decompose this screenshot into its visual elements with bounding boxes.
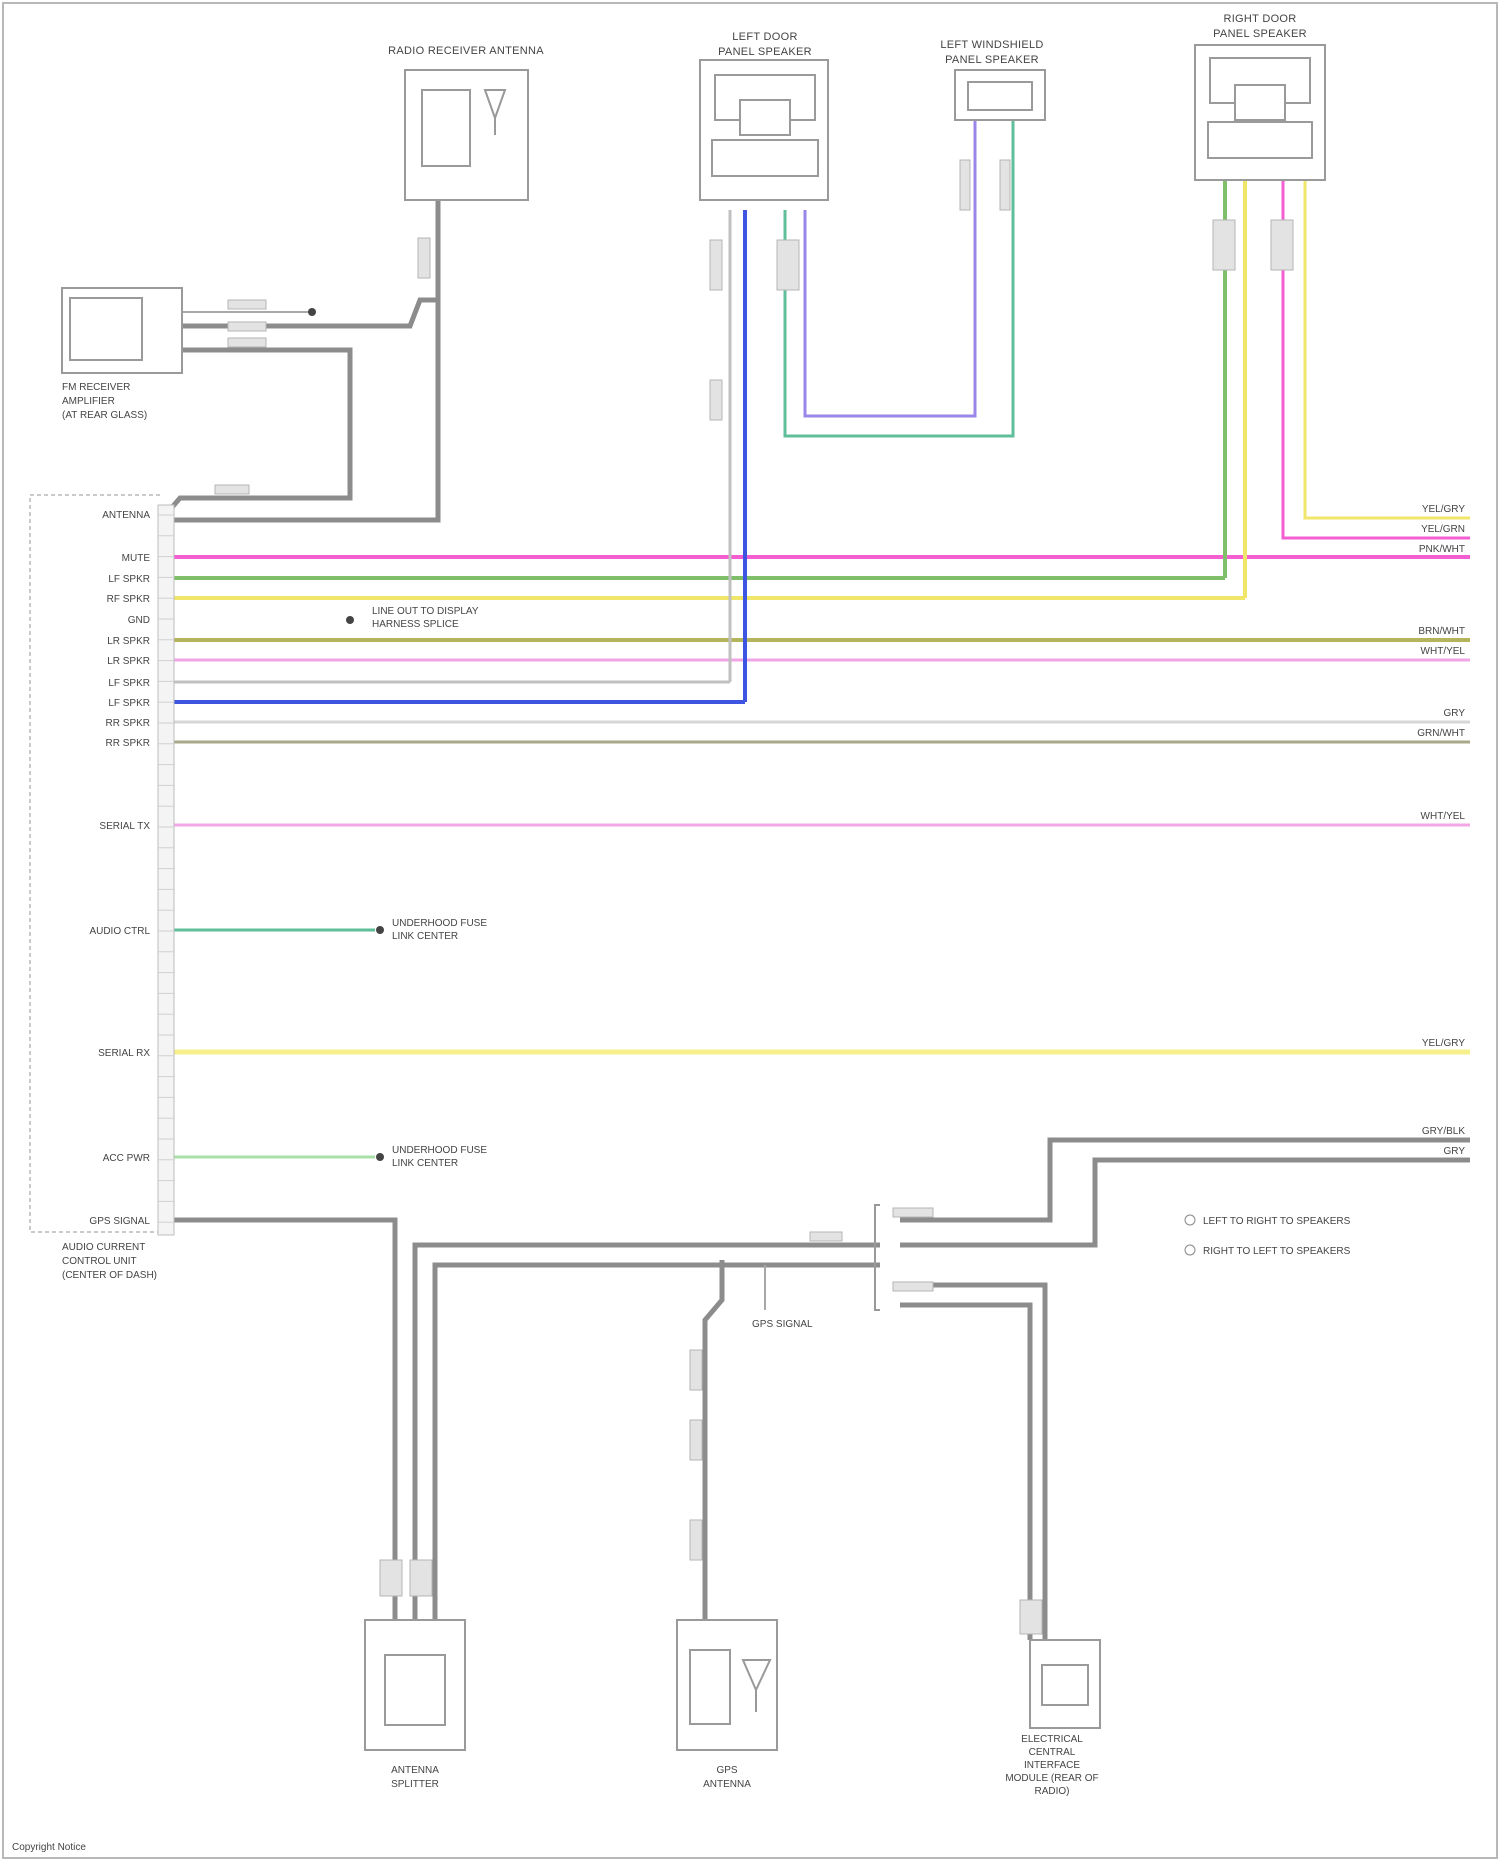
ecim-caption-1: ELECTRICAL [1021,1734,1083,1745]
pin-label-rr-spkr-1: RR SPKR [106,718,150,729]
fm-amp-caption-3: (AT REAR GLASS) [62,410,147,421]
note-underhood-b-2: LINK CENTER [392,1158,458,1169]
ecim-caption-3: INTERFACE [1024,1760,1080,1771]
ecim-caption-5: RADIO) [1035,1786,1070,1797]
edge-label-2: YEL/GRN [1421,524,1465,535]
note-line-out: LINE OUT TO DISPLAY [372,606,479,617]
pin-label-serial-rx: SERIAL RX [98,1048,150,1059]
gps-antenna-caption-2: ANTENNA [703,1779,751,1790]
radio-antenna-caption: RADIO RECEIVER ANTENNA [388,45,544,57]
edge-label-3: PNK/WHT [1419,544,1465,555]
edge-label-6: GRY [1444,708,1466,719]
note-harness-ref: HARNESS SPLICE [372,619,459,630]
pin-label-lr-spkr-1: LR SPKR [107,636,150,647]
fm-amp-caption-1: FM RECEIVER [62,382,130,393]
pin-label-audio-ctrl: AUDIO CTRL [89,926,150,937]
antenna-splitter-caption-2: SPLITTER [391,1779,439,1790]
pin-label-lf-spkr-3: LF SPKR [108,698,150,709]
right-door-speaker: RIGHT DOOR PANEL SPEAKER [1195,13,1325,180]
note-underhood-a-1: UNDERHOOD FUSE [392,918,487,929]
pin-label-antenna: ANTENNA [102,510,150,521]
note-underhood-a-2: LINK CENTER [392,931,458,942]
pin-label-rf-spkr: RF SPKR [107,594,150,605]
audio-module-caption-3: (CENTER OF DASH) [62,1270,157,1281]
legend-b: RIGHT TO LEFT TO SPEAKERS [1203,1246,1351,1257]
pin-label-gps-signal: GPS SIGNAL [89,1216,150,1227]
footer-note: Copyright Notice [12,1842,86,1853]
legend-a: LEFT TO RIGHT TO SPEAKERS [1203,1216,1351,1227]
left-door-speaker-caption-2: PANEL SPEAKER [718,46,812,58]
pin-label-lf-spkr: LF SPKR [108,574,150,585]
antenna-splitter-caption-1: ANTENNA [391,1765,439,1776]
edge-label-4: BRN/WHT [1418,626,1465,637]
pin-label-mute: MUTE [122,553,151,564]
right-door-speaker-caption-2: PANEL SPEAKER [1213,28,1307,40]
pin-label-lr-spkr-2: LR SPKR [107,656,150,667]
left-windshield-caption-1: LEFT WINDSHIELD [940,39,1043,51]
edge-label-1: YEL/GRY [1422,504,1465,515]
audio-module-caption-2: CONTROL UNIT [62,1256,137,1267]
pin-label-gnd: GND [128,615,150,626]
edge-label-7: GRN/WHT [1417,728,1465,739]
pin-label-lf-spkr-2: LF SPKR [108,678,150,689]
left-door-speaker-caption-1: LEFT DOOR [732,31,797,43]
left-windshield-caption-2: PANEL SPEAKER [945,54,1039,66]
pin-label-acc-pwr: ACC PWR [103,1153,150,1164]
audio-module-caption-1: AUDIO CURRENT [62,1242,145,1253]
edge-label-9: YEL/GRY [1422,1038,1465,1049]
edge-label-5: WHT/YEL [1421,646,1466,657]
note-underhood-b-1: UNDERHOOD FUSE [392,1145,487,1156]
edge-label-11: GRY [1444,1146,1466,1157]
pin-label-serial-tx: SERIAL TX [99,821,150,832]
ecim-caption-4: MODULE (REAR OF [1005,1773,1098,1784]
ecim-caption-2: CENTRAL [1029,1747,1076,1758]
note-gps-signal: GPS SIGNAL [752,1319,813,1330]
edge-label-10: GRY/BLK [1422,1126,1465,1137]
edge-label-8: WHT/YEL [1421,811,1466,822]
fm-amp-caption-2: AMPLIFIER [62,396,115,407]
right-door-speaker-caption-1: RIGHT DOOR [1223,13,1296,25]
pin-label-rr-spkr-2: RR SPKR [106,738,150,749]
left-door-speaker: LEFT DOOR PANEL SPEAKER [700,31,828,200]
gps-antenna-caption-1: GPS [716,1765,737,1776]
